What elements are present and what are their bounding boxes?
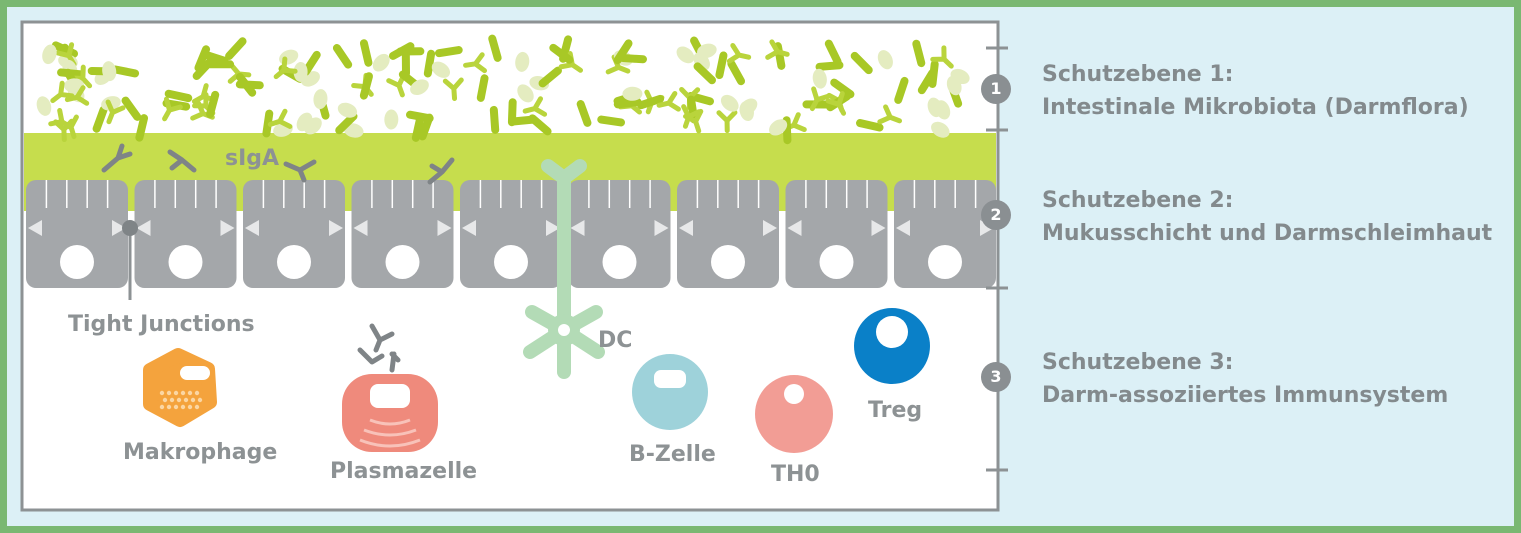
epithelial-cell-icon [785, 180, 888, 288]
b-cell-icon [632, 354, 708, 430]
th0-label: TH0 [771, 462, 820, 487]
treg-cell-icon [854, 308, 930, 384]
antibody-icon [101, 143, 455, 185]
makrophage-label: Makrophage [123, 440, 278, 465]
level-3-badge: 3 [981, 362, 1011, 392]
epithelial-cell-icon [460, 180, 562, 288]
b-zelle-label: B-Zelle [629, 442, 716, 467]
level-2-text: Schutzebene 2: Mukusschicht und Darmschl… [1042, 184, 1492, 250]
epithelial-cell-icon [677, 180, 779, 288]
epithelial-cell-icon [243, 180, 345, 288]
level-1-badge: 1 [981, 74, 1011, 104]
level-scale [986, 46, 1008, 472]
siga-label: sIgA [225, 146, 280, 171]
bacteria-cluster-icon [36, 34, 970, 145]
dendritic-cell-icon [523, 159, 605, 379]
level-3-subtitle: Darm-assoziiertes Immunsystem [1042, 383, 1449, 408]
level-2-badge: 2 [981, 200, 1011, 230]
plasmazelle-label: Plasmazelle [330, 459, 478, 484]
level-2-subtitle: Mukusschicht und Darmschleimhaut [1042, 221, 1493, 246]
th0-cell-icon [755, 375, 833, 453]
dc-label: DC [598, 328, 633, 353]
level-1-subtitle: Intestinale Mikrobiota (Darmflora) [1042, 95, 1469, 120]
level-1-text: Schutzebene 1: Intestinale Mikrobiota (D… [1042, 58, 1469, 124]
epithelial-cell-icon [26, 180, 128, 288]
level-2-title: Schutzebene 2: [1042, 188, 1234, 213]
level-1-title: Schutzebene 1: [1042, 62, 1234, 87]
epithelial-cell-icon [894, 180, 996, 288]
macrophage-icon [143, 348, 217, 427]
epithelial-cell-icon [351, 180, 454, 288]
level-3-title: Schutzebene 3: [1042, 350, 1234, 375]
plasma-cell-icon [342, 323, 438, 452]
tight-junctions-label: Tight Junctions [68, 312, 255, 337]
epithelial-cell-icon [134, 180, 237, 288]
treg-label: Treg [868, 398, 923, 423]
epithelial-layer [26, 180, 996, 288]
epithelial-cell-icon [568, 180, 671, 288]
tight-junction-marker [122, 220, 138, 300]
level-3-text: Schutzebene 3: Darm-assoziiertes Immunsy… [1042, 346, 1448, 412]
